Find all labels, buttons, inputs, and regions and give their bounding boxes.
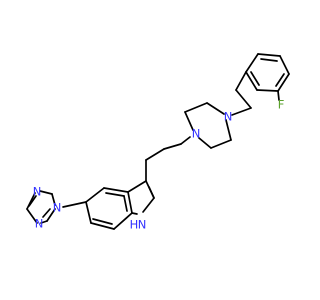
bond [42,208,51,218]
bond [105,192,125,197]
bond [127,180,147,193]
bond [198,137,212,149]
atom-label-triazole-n4: N [53,201,62,215]
bond [85,201,92,224]
bond [184,102,208,113]
bond [184,111,194,131]
bond [103,187,129,193]
bond [113,212,133,230]
bond [123,195,128,212]
bond [142,197,155,213]
bond [256,89,279,92]
bond [235,89,252,109]
bond [145,148,165,161]
bond [85,187,105,203]
atom-label-layer: N N N H N N N F [33,98,285,232]
bond [26,208,38,224]
bond [92,218,113,225]
bond [257,53,281,57]
bond-layer [26,53,290,230]
atom-label-triazole-n2: N [35,217,44,231]
bond [245,71,258,91]
bond [46,208,56,222]
bond [148,186,155,199]
bond [90,222,115,230]
bond [39,190,53,195]
atom-label-piperazine-n1: N [192,127,201,141]
bond [235,71,247,91]
atom-label-fluorine: F [278,98,285,112]
bond [163,143,182,150]
atom-label-triazole-n1: N [33,185,42,199]
bond [277,90,280,101]
bond [131,212,138,215]
bond [180,136,191,145]
bond [51,193,56,206]
bond [127,191,133,214]
atom-label-piperazine-n4: N [224,110,233,124]
bond [260,58,278,62]
bond [277,73,290,92]
bond [279,55,290,75]
bond [40,220,48,224]
molecule-drawing: N N N H N N N F [26,53,290,232]
bond [210,139,232,149]
bond [275,73,285,87]
bond [245,53,259,73]
atom-label-indole-h: H [130,218,139,232]
bond [206,102,225,115]
bond [250,71,260,86]
structure-canvas: N N N H N N N F [26,53,290,232]
bond [62,201,87,208]
bond [231,107,252,116]
bond [225,119,232,141]
atom-label-indole-n: N [138,218,147,232]
bond [28,195,37,207]
